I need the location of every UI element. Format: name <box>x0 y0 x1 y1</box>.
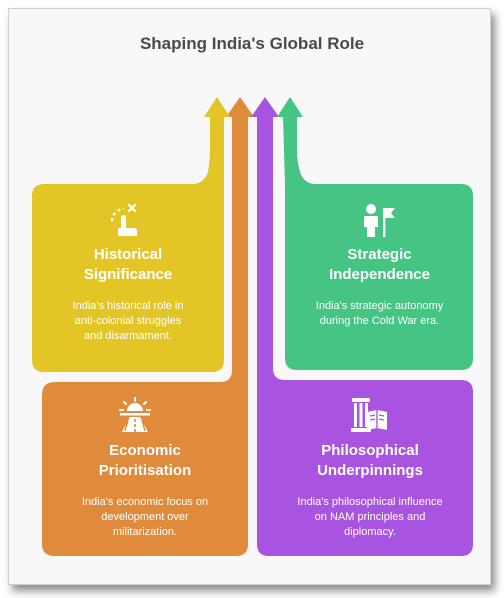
economic-card-description: India's economic focus on development ov… <box>81 496 209 538</box>
philosophical-card-description: India's philosophical influence on NAM p… <box>297 496 443 538</box>
historical-card-title: Historical Significance <box>83 246 173 283</box>
strategic-card-description: India's strategic autonomy during the Co… <box>315 300 444 327</box>
sunrise-road-icon <box>119 397 151 432</box>
historical-card: Historical Significance India's historic… <box>48 245 208 344</box>
philosophical-card-shape <box>251 97 473 556</box>
historical-card-description: India's historical role in anti-colonial… <box>72 300 184 342</box>
economic-card-title: Economic Prioritisation <box>98 442 192 479</box>
philosophical-card-title: Philosophical Underpinnings <box>317 442 423 479</box>
philosophical-card: Philosophical Underpinnings India's phil… <box>275 441 465 540</box>
tap-gesture-icon <box>110 203 137 236</box>
strategic-card: Strategic Independence India's strategic… <box>297 245 462 329</box>
economic-card-shape <box>42 97 254 556</box>
pillar-book-icon <box>351 398 387 432</box>
diagram-title: Shaping India's Global Role <box>139 34 365 53</box>
strategic-card-title: Strategic Independence <box>329 246 430 283</box>
person-flag-icon <box>364 204 395 237</box>
economic-card: Economic Prioritisation India's economic… <box>55 441 235 540</box>
